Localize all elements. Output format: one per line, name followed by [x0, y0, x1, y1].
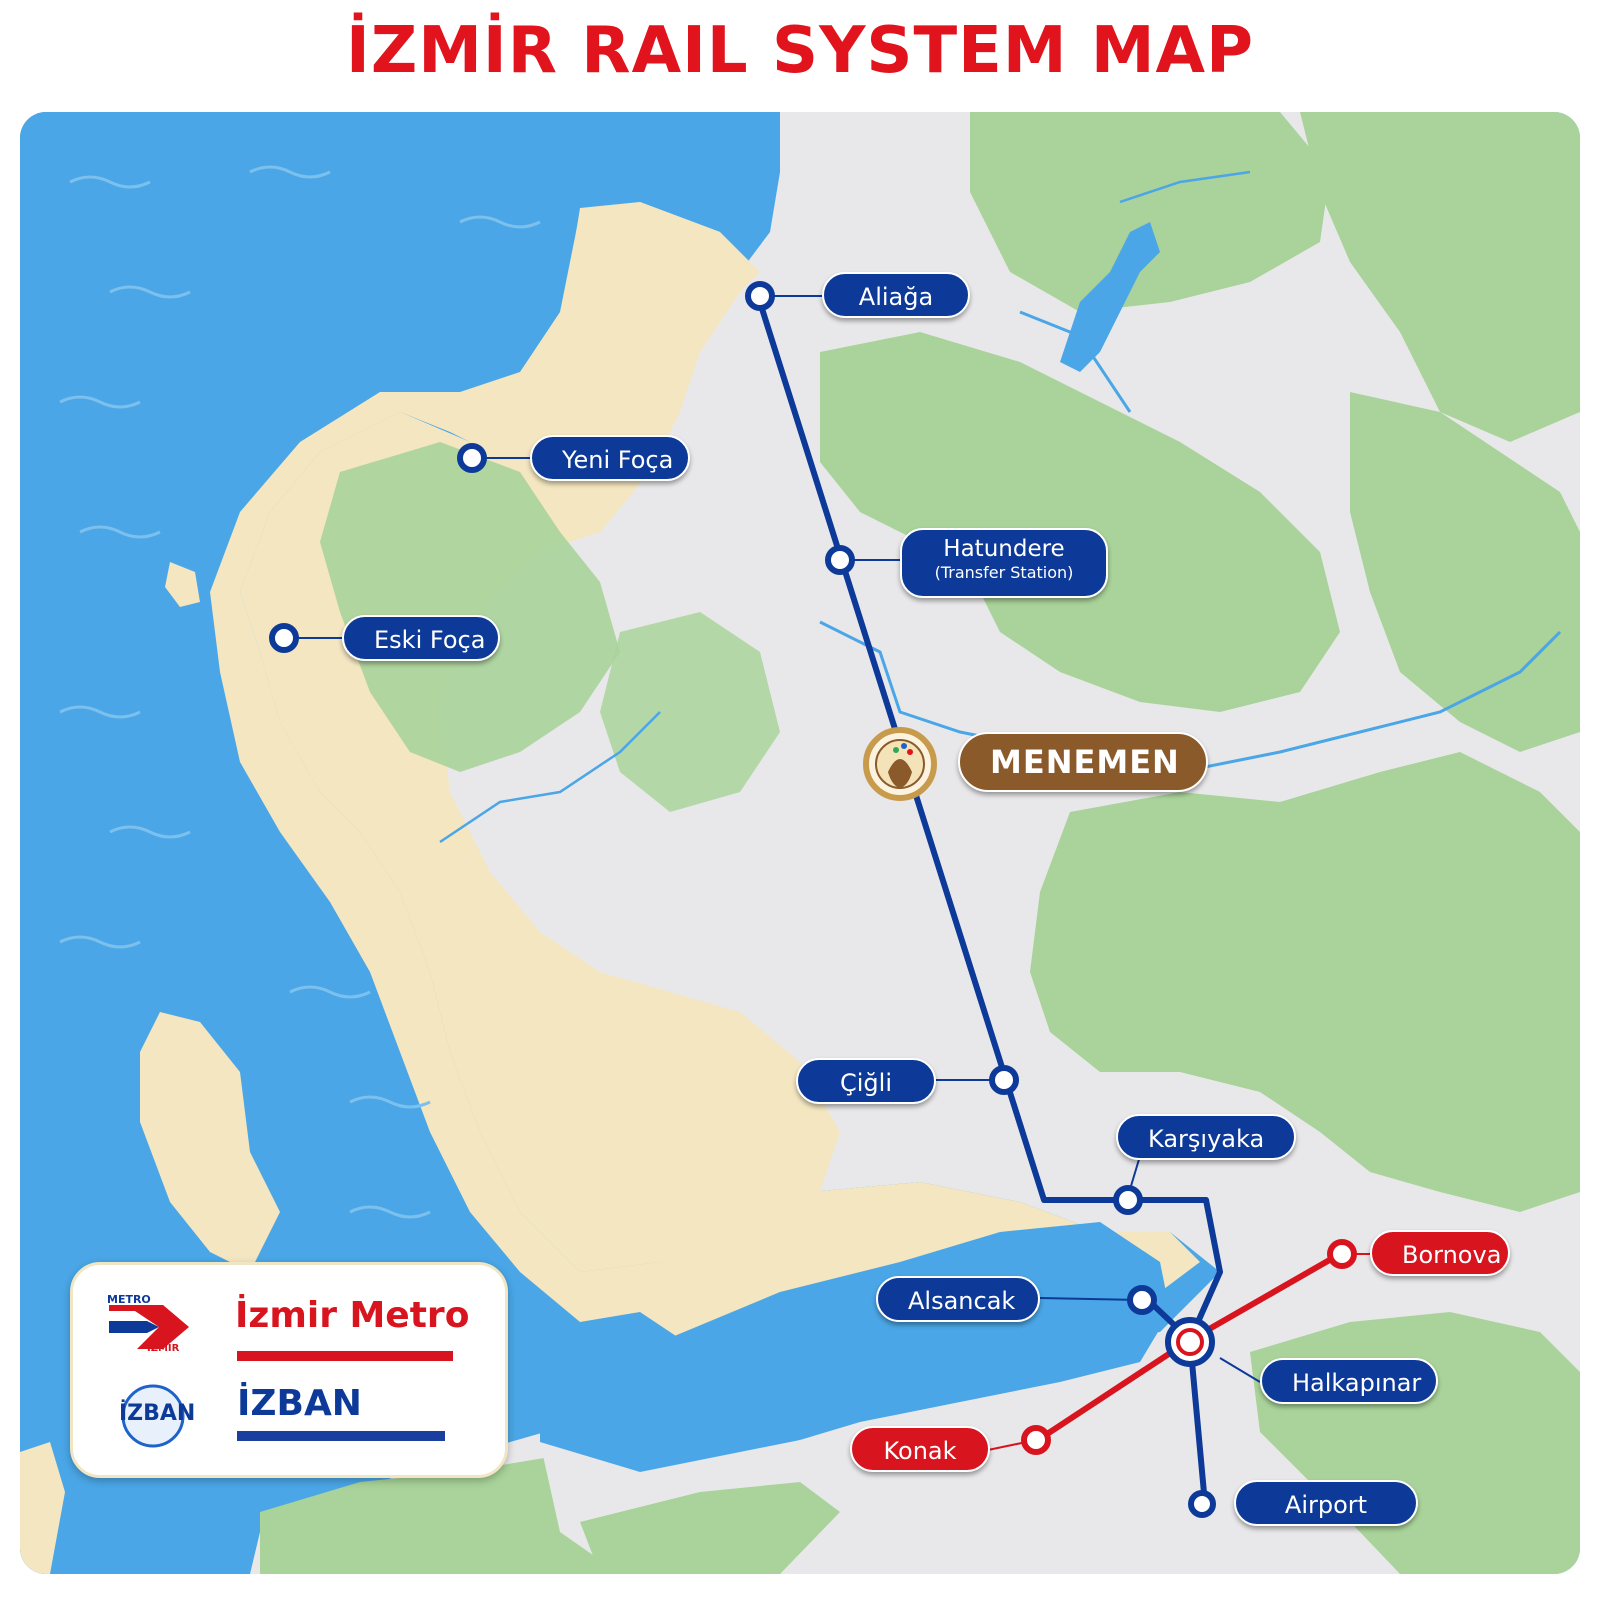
station-dot-eski-foca: [269, 623, 299, 653]
metro-logo-top-text: METRO: [107, 1293, 151, 1306]
station-label-karsiyaka[interactable]: Karşıyaka: [1116, 1114, 1296, 1160]
station-dot-konak: [1021, 1425, 1051, 1455]
station-label-yeni-foca[interactable]: Yeni Foça: [530, 435, 690, 481]
forest-central: [820, 332, 1340, 712]
station-dot-airport: [1188, 1490, 1216, 1518]
station-name-hatundere: Hatundere: [943, 536, 1065, 562]
station-dot-bornova: [1327, 1239, 1357, 1269]
forest-east: [1350, 392, 1580, 752]
izban-logo: İZBAN: [113, 1383, 196, 1449]
station-label-airport[interactable]: Airport: [1234, 1480, 1418, 1526]
island-small-2: [20, 1442, 65, 1574]
station-dot-aliaga: [745, 281, 775, 311]
metro-logo-bottom-text: İZMİR: [147, 1343, 180, 1354]
foca-forest-2: [600, 612, 780, 812]
forest-north-east: [1300, 112, 1580, 442]
metro-izmir-logo: METRO İZMİR: [107, 1293, 193, 1357]
metro-stations: [1021, 1239, 1357, 1455]
station-label-aliaga[interactable]: Aliağa: [822, 272, 970, 318]
island-west: [140, 1012, 280, 1272]
legend-izban-label: İZBAN: [237, 1383, 362, 1424]
reservoir: [1060, 222, 1160, 372]
halkapinar-hub: [1165, 1317, 1215, 1367]
legend-izban-swatch: [237, 1431, 445, 1441]
station-dot-cigli: [989, 1065, 1019, 1095]
station-label-eski-foca[interactable]: Eski Foça: [342, 615, 500, 661]
station-label-hatundere[interactable]: Hatundere (Transfer Station): [900, 528, 1108, 598]
station-label-menemen[interactable]: MENEMEN: [958, 732, 1208, 792]
station-note-hatundere: (Transfer Station): [934, 563, 1074, 582]
station-dot-hatundere: [825, 545, 855, 575]
station-dot-alsancak: [1127, 1285, 1157, 1315]
izban-logo-text: İZBAN: [119, 1401, 196, 1426]
river-1: [1019, 310, 1132, 413]
foca-forest: [320, 442, 620, 772]
map-canvas[interactable]: Aliağa Yeni Foça Eski Foça Hatundere (Tr…: [20, 112, 1580, 1574]
forest-southeast: [1030, 752, 1580, 1212]
legend-metro-swatch: [237, 1351, 453, 1361]
station-label-cigli[interactable]: Çiğli: [796, 1058, 936, 1104]
river-3: [439, 711, 661, 844]
izban-stations: [269, 281, 1216, 1518]
pottery-icon: [863, 727, 937, 801]
station-dot-yeni-foca: [457, 443, 487, 473]
station-label-alsancak[interactable]: Alsancak: [876, 1276, 1040, 1322]
forest-north: [970, 112, 1330, 312]
station-dot-karsiyaka: [1113, 1185, 1143, 1215]
island-small-1: [165, 562, 200, 607]
gulf-south-forest: [580, 1482, 840, 1574]
page-title: İZMİR RAIL SYSTEM MAP: [346, 14, 1254, 88]
station-label-halkapinar[interactable]: Halkapınar: [1260, 1358, 1438, 1404]
station-label-konak[interactable]: Konak: [850, 1426, 990, 1472]
legend-box: METRO İZMİR İzmir Metro İZBAN İZBAN: [70, 1262, 508, 1478]
station-label-bornova[interactable]: Bornova: [1370, 1230, 1510, 1276]
river-4: [1119, 170, 1251, 204]
legend-metro-label: İzmir Metro: [235, 1295, 470, 1336]
